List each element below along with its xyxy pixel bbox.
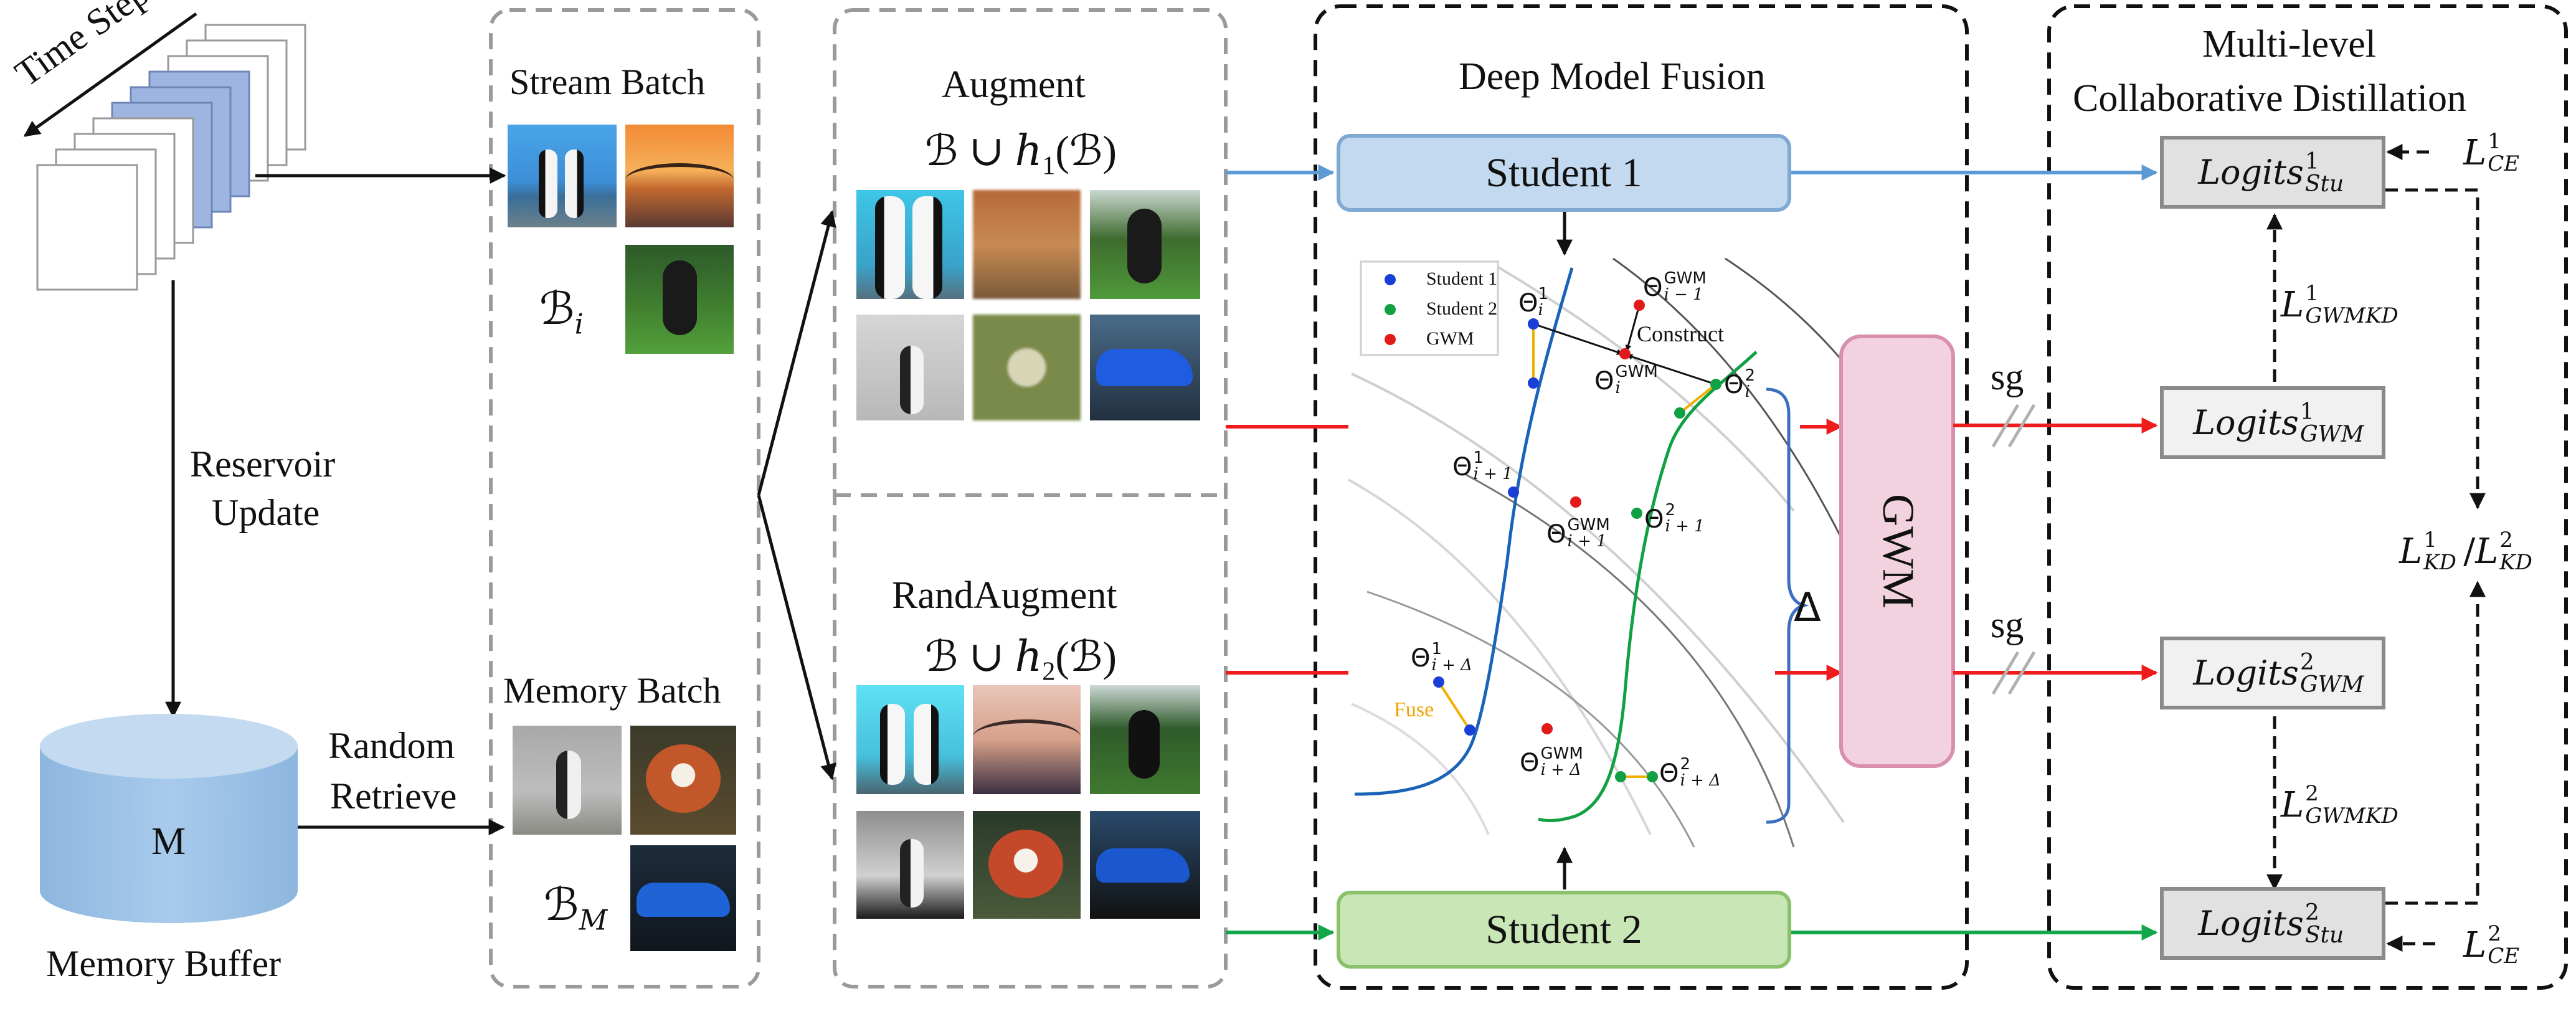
memory-image-penguin [513, 726, 622, 835]
fuse-label: Fuse [1394, 698, 1434, 721]
rand-image-penguin [856, 811, 964, 919]
legend-student2: Student 2 [1426, 298, 1498, 319]
student2-trajectory [1538, 351, 1758, 822]
aug-image-dog [1090, 190, 1200, 299]
student2-box: Student 2 [1337, 891, 1791, 969]
aug-image-penguins [856, 190, 964, 299]
rand-image-penguins [856, 685, 964, 794]
distill-title-line2: Collaborative Distillation [2073, 77, 2466, 120]
timestep-stack [36, 24, 306, 291]
augment-formula: ℬ ∪ h1(ℬ) [925, 126, 1117, 181]
sg-label-bottom: sg [1991, 604, 2024, 645]
construct-label: Construct [1637, 321, 1724, 346]
stream-image-bridge [625, 125, 734, 227]
delta-label: Δ [1794, 585, 1821, 631]
randaugment-formula: ℬ ∪ h2(ℬ) [925, 632, 1117, 686]
aug-image-penguin [856, 315, 964, 420]
stream-image-dog [625, 245, 734, 354]
batch-panel [489, 8, 760, 989]
aug-image-car [1090, 315, 1200, 420]
random-label: Random [328, 725, 455, 766]
legend-box [1360, 260, 1499, 356]
reservoir-label-line1: Reservoir [190, 443, 336, 485]
gwm-box-label: GWM [1873, 494, 1923, 609]
augment-title: Augment [942, 64, 1086, 106]
student1-box: Student 1 [1337, 134, 1791, 212]
gwm-rect [1839, 334, 1955, 768]
distill-panel [2047, 4, 2568, 990]
rand-image-car [1090, 811, 1200, 919]
b-m-symbol: ℬM [544, 880, 608, 937]
delta-brace [1766, 387, 1809, 824]
stream-image-penguins [508, 125, 617, 227]
memory-batch-label: Memory Batch [503, 670, 721, 711]
aug-image-bridge [973, 190, 1081, 299]
randaugment-title: RandAugment [892, 574, 1117, 617]
fusion-title: Deep Model Fusion [1459, 55, 1766, 98]
memory-symbol: M [151, 820, 186, 863]
aug-image-red-panda [973, 315, 1081, 420]
b-i-symbol: ℬi [539, 284, 584, 341]
fusion-panel [1314, 4, 1969, 990]
legend-student1: Student 1 [1426, 268, 1498, 289]
memory-buffer-label: Memory Buffer [46, 943, 282, 984]
rand-image-dog [1090, 685, 1200, 794]
retrieve-label: Retrieve [330, 775, 457, 817]
distill-title-line1: Multi-level [2202, 23, 2376, 65]
rand-image-bridge [973, 685, 1081, 794]
reservoir-label-line2: Update [212, 492, 320, 533]
rand-image-red-panda [973, 811, 1081, 919]
sg-label-top: sg [1991, 356, 2024, 397]
student1-trajectory [1354, 267, 1574, 796]
memory-image-car [630, 845, 736, 951]
memory-cylinder [40, 714, 298, 923]
timestep-arrow [23, 12, 197, 138]
points [1433, 300, 1721, 782]
memory-image-red-panda [630, 726, 736, 835]
stream-batch-label: Stream Batch [509, 62, 706, 102]
legend-gwm: GWM [1426, 328, 1474, 349]
augment-panel [833, 8, 1228, 989]
